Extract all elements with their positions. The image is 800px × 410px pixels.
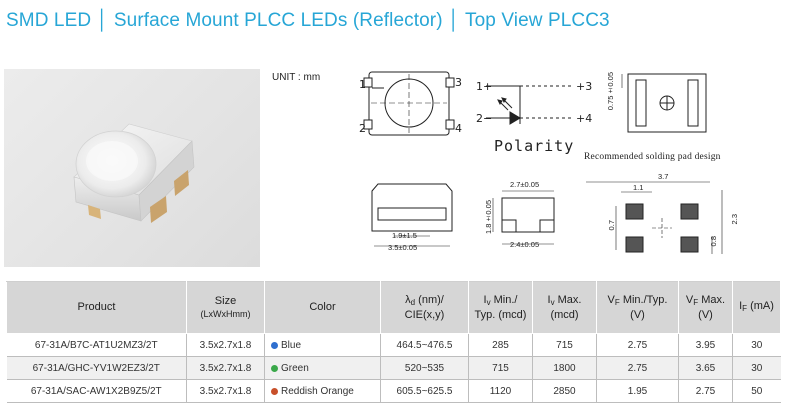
package-top-view xyxy=(368,71,450,136)
cell-product: 67-31A/B7C-AT1U2MZ3/2T xyxy=(6,333,187,357)
cell-vf-max: 3.65 xyxy=(678,356,733,380)
solder-pad xyxy=(625,236,644,253)
dimension-label: 1.9±1.5 xyxy=(392,231,417,240)
solder-pad xyxy=(625,203,644,220)
header-iv-max: Iv Max. (mcd) xyxy=(532,281,597,334)
dimension-label: 2.4±0.05 xyxy=(510,240,540,249)
header-product: Product xyxy=(6,281,187,334)
cell-color: Reddish Orange xyxy=(264,379,381,403)
cell-vf-min: 1.95 xyxy=(596,379,679,403)
product-photo xyxy=(4,69,260,267)
symbol-pin-2: 2− xyxy=(476,112,493,125)
pad-design-label: Recommended solding pad design xyxy=(584,152,721,162)
table-row: 67-31A/SAC-AW1X2B9Z5/2T 3.5x2.7x1.8 Redd… xyxy=(6,379,781,403)
table-row: 67-31A/B7C-AT1U2MZ3/2T 3.5x2.7x1.8 Blue … xyxy=(6,333,781,357)
page-title: SMD LED │ Surface Mount PLCC LEDs (Refle… xyxy=(6,10,610,31)
header-size: Size (LxWxHmm) xyxy=(186,281,265,334)
cell-iv-min: 715 xyxy=(468,356,533,380)
pin-2-label: 2 xyxy=(359,122,366,135)
table-header-row: Product Size (LxWxHmm) Color λd (nm)/ CI… xyxy=(6,281,781,334)
cell-product: 67-31A/SAC-AW1X2B9Z5/2T xyxy=(6,379,187,403)
package-end-view xyxy=(501,197,555,233)
dimension-label: 0.75±0.05 xyxy=(606,72,615,111)
solder-pad xyxy=(680,203,699,220)
cell-iv-max: 715 xyxy=(532,333,597,357)
polarity-label: Polarity xyxy=(494,137,575,155)
pin-3-label: 3 xyxy=(455,76,462,89)
cell-iv-max: 1800 xyxy=(532,356,597,380)
header-color: Color xyxy=(264,281,381,334)
header-if: IF (mA) xyxy=(732,281,781,334)
dimension-label: 1.1 xyxy=(633,183,644,192)
cell-iv-max: 2850 xyxy=(532,379,597,403)
cell-vf-min: 2.75 xyxy=(596,333,679,357)
pin-4-label: 4 xyxy=(455,122,462,135)
dimension-label: 2.7±0.05 xyxy=(510,180,540,189)
symbol-pin-3: +3 xyxy=(576,80,593,93)
cell-iv-min: 1120 xyxy=(468,379,533,403)
cell-if: 30 xyxy=(732,333,781,357)
cell-vf-min: 2.75 xyxy=(596,356,679,380)
cell-size: 3.5x2.7x1.8 xyxy=(186,356,265,380)
package-side-view xyxy=(627,73,707,133)
table-row: 67-31A/GHC-YV1W2EZ3/2T 3.5x2.7x1.8 Green… xyxy=(6,356,781,380)
spec-table: Product Size (LxWxHmm) Color λd (nm)/ CI… xyxy=(6,281,781,403)
color-dot xyxy=(271,341,278,349)
color-dot xyxy=(271,387,278,395)
technical-drawings xyxy=(363,71,723,254)
dimension-label: 0.8 xyxy=(709,236,718,247)
cell-vf-max: 2.75 xyxy=(678,379,733,403)
symbol-pin-1: 1+ xyxy=(476,80,493,93)
cell-color: Blue xyxy=(264,333,381,357)
cell-iv-min: 285 xyxy=(468,333,533,357)
header-vf-max: VF Max. (V) xyxy=(678,281,733,334)
dimension-label: 2.3 xyxy=(730,214,739,225)
dimension-label: 3.5±0.05 xyxy=(388,243,418,252)
cell-if: 50 xyxy=(732,379,781,403)
symbol-pin-4: +4 xyxy=(576,112,593,125)
package-front-view xyxy=(371,183,453,232)
cell-vf-max: 3.95 xyxy=(678,333,733,357)
header-vf-min: VF Min./Typ. (V) xyxy=(596,281,679,334)
cell-size: 3.5x2.7x1.8 xyxy=(186,379,265,403)
header-iv-min: Iv Min./ Typ. (mcd) xyxy=(468,281,533,334)
led-package-image xyxy=(73,123,195,223)
dimension-label: 0.7 xyxy=(607,220,616,231)
dimension-label: 3.7 xyxy=(658,172,669,181)
header-wavelength: λd (nm)/ CIE(x,y) xyxy=(380,281,469,334)
cell-wavelength: 520~535 xyxy=(380,356,469,380)
cell-size: 3.5x2.7x1.8 xyxy=(186,333,265,357)
unit-label: UNIT : mm xyxy=(272,72,321,83)
color-dot xyxy=(271,364,278,372)
cell-wavelength: 605.5~625.5 xyxy=(380,379,469,403)
pin-1-label: 1 xyxy=(359,78,366,91)
solder-pad xyxy=(680,236,699,253)
cell-if: 30 xyxy=(732,356,781,380)
cell-wavelength: 464.5~476.5 xyxy=(380,333,469,357)
cell-product: 67-31A/GHC-YV1W2EZ3/2T xyxy=(6,356,187,380)
cell-color: Green xyxy=(264,356,381,380)
dimension-label: 1.8±0.05 xyxy=(484,200,493,235)
